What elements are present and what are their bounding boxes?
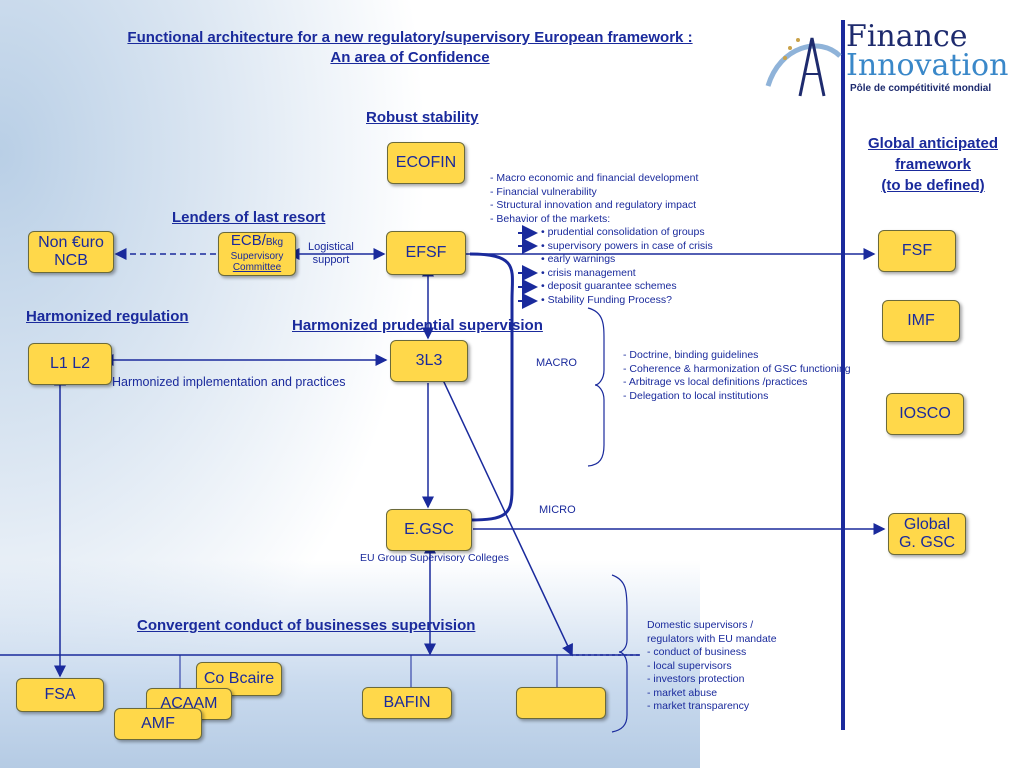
micro-label: MICRO xyxy=(539,504,576,516)
efsf-bullet: • prudential consolidation of groups xyxy=(541,226,705,238)
domestic-note: - local supervisors xyxy=(647,659,732,672)
bafin-box: BAFIN xyxy=(362,687,452,719)
global-heading-line-2: framework xyxy=(895,156,971,173)
heading-harmonized-regulation: Harmonized regulation xyxy=(26,308,189,325)
logo-tagline: Pôle de compétitivité mondial xyxy=(850,83,992,94)
domestic-notes: Domestic supervisors / regulators with E… xyxy=(647,619,777,714)
egsc-box: E.GSC xyxy=(386,509,472,551)
eiffel-tower-icon xyxy=(765,37,842,97)
logistical-support-label: Logistical support xyxy=(308,241,354,267)
fsa-box: FSA xyxy=(16,678,104,712)
ecb-box: ECB/Bkg Supervisory Committee xyxy=(218,232,296,276)
efsf-note: - Macro economic and financial developme… xyxy=(490,172,699,184)
global-heading-line-1: Global anticipated xyxy=(867,135,999,152)
heading-robust-stability: Robust stability xyxy=(366,109,479,126)
title-line-2: An area of Confidence xyxy=(330,49,490,66)
ecb-committee-label: Committee xyxy=(232,262,282,273)
ecb-label: ECB/ xyxy=(230,232,266,249)
efsf-note: - Behavior of the markets: xyxy=(490,212,611,225)
efsf-note: - Financial vulnerability xyxy=(490,185,597,198)
iosco-box: IOSCO xyxy=(886,393,964,435)
ncb-label: NCB xyxy=(54,252,88,269)
heading-harmonized-prudential: Harmonized prudential supervision xyxy=(292,317,543,334)
l1-l2-box: L1 L2 xyxy=(28,343,112,385)
finance-innovation-logo: Finance Innovation Pôle de compétitivité… xyxy=(756,20,1018,100)
efsf-bullet: • Stability Funding Process? xyxy=(541,293,672,306)
title-line-1: Functional architecture for a new regula… xyxy=(127,29,693,46)
domestic-note: Domestic supervisors / xyxy=(647,619,754,631)
global-heading-line-3: (to be defined) xyxy=(881,177,985,194)
3l3-notes: - Doctrine, binding guidelines - Coheren… xyxy=(623,349,851,403)
amf-box: AMF xyxy=(114,708,202,740)
non-euro-label: Non €uro xyxy=(38,234,104,251)
efsf-bullet: • early warnings xyxy=(541,253,616,265)
non-euro-ncb-box: Non €uro NCB xyxy=(28,231,114,273)
logo-text-innovation: Innovation xyxy=(846,48,1009,83)
fsf-box: FSF xyxy=(878,230,956,272)
logistical-line-2: support xyxy=(312,254,350,266)
3l3-box: 3L3 xyxy=(390,340,468,382)
efsf-bullet: • deposit guarantee schemes xyxy=(541,280,677,292)
domestic-note: - market abuse xyxy=(647,686,718,699)
heading-global-framework: Global anticipated framework (to be defi… xyxy=(848,133,1018,196)
heading-convergent-conduct: Convergent conduct of businesses supervi… xyxy=(137,617,476,634)
3l3-note: - Coherence & harmonization of GSC funct… xyxy=(623,362,851,375)
macro-label: MACRO xyxy=(536,357,577,369)
logistical-line-1: Logistical xyxy=(308,241,354,253)
imf-box: IMF xyxy=(882,300,960,342)
global-label: Global xyxy=(903,516,951,533)
empty-box xyxy=(516,687,606,719)
logo-text-finance: Finance xyxy=(846,19,968,54)
domestic-note: - conduct of business xyxy=(647,646,747,658)
efsf-note: - Structural innovation and regulatory i… xyxy=(490,199,697,211)
3l3-note: - Arbitrage vs local definitions /practi… xyxy=(623,376,808,388)
3l3-note: - Delegation to local institutions xyxy=(623,389,769,402)
efsf-bullet: • crisis management xyxy=(541,266,636,279)
domestic-note: regulators with EU mandate xyxy=(647,632,777,645)
efsf-box: EFSF xyxy=(386,231,466,275)
g-gsc-label: G. GSC xyxy=(898,534,955,551)
ecofin-box: ECOFIN xyxy=(387,142,465,184)
ecb-supervisory-label: Supervisory xyxy=(230,251,284,262)
efsf-notes: - Macro economic and financial developme… xyxy=(490,172,713,307)
heading-lenders-last-resort: Lenders of last resort xyxy=(172,209,326,226)
global-gsc-box: Global G. GSC xyxy=(888,513,966,555)
domestic-note: - market transparency xyxy=(647,700,750,712)
efsf-bullet: • supervisory powers in case of crisis xyxy=(541,239,713,252)
harmonized-implementation-label: Harmonized implementation and practices xyxy=(112,375,346,389)
ecb-bkg-label: Bkg xyxy=(265,237,284,248)
eu-colleges-label: EU Group Supervisory Colleges xyxy=(360,552,509,564)
domestic-note: - investors protection xyxy=(647,673,745,685)
3l3-note: - Doctrine, binding guidelines xyxy=(623,349,759,361)
diagram-title: Functional architecture for a new regula… xyxy=(60,28,760,68)
